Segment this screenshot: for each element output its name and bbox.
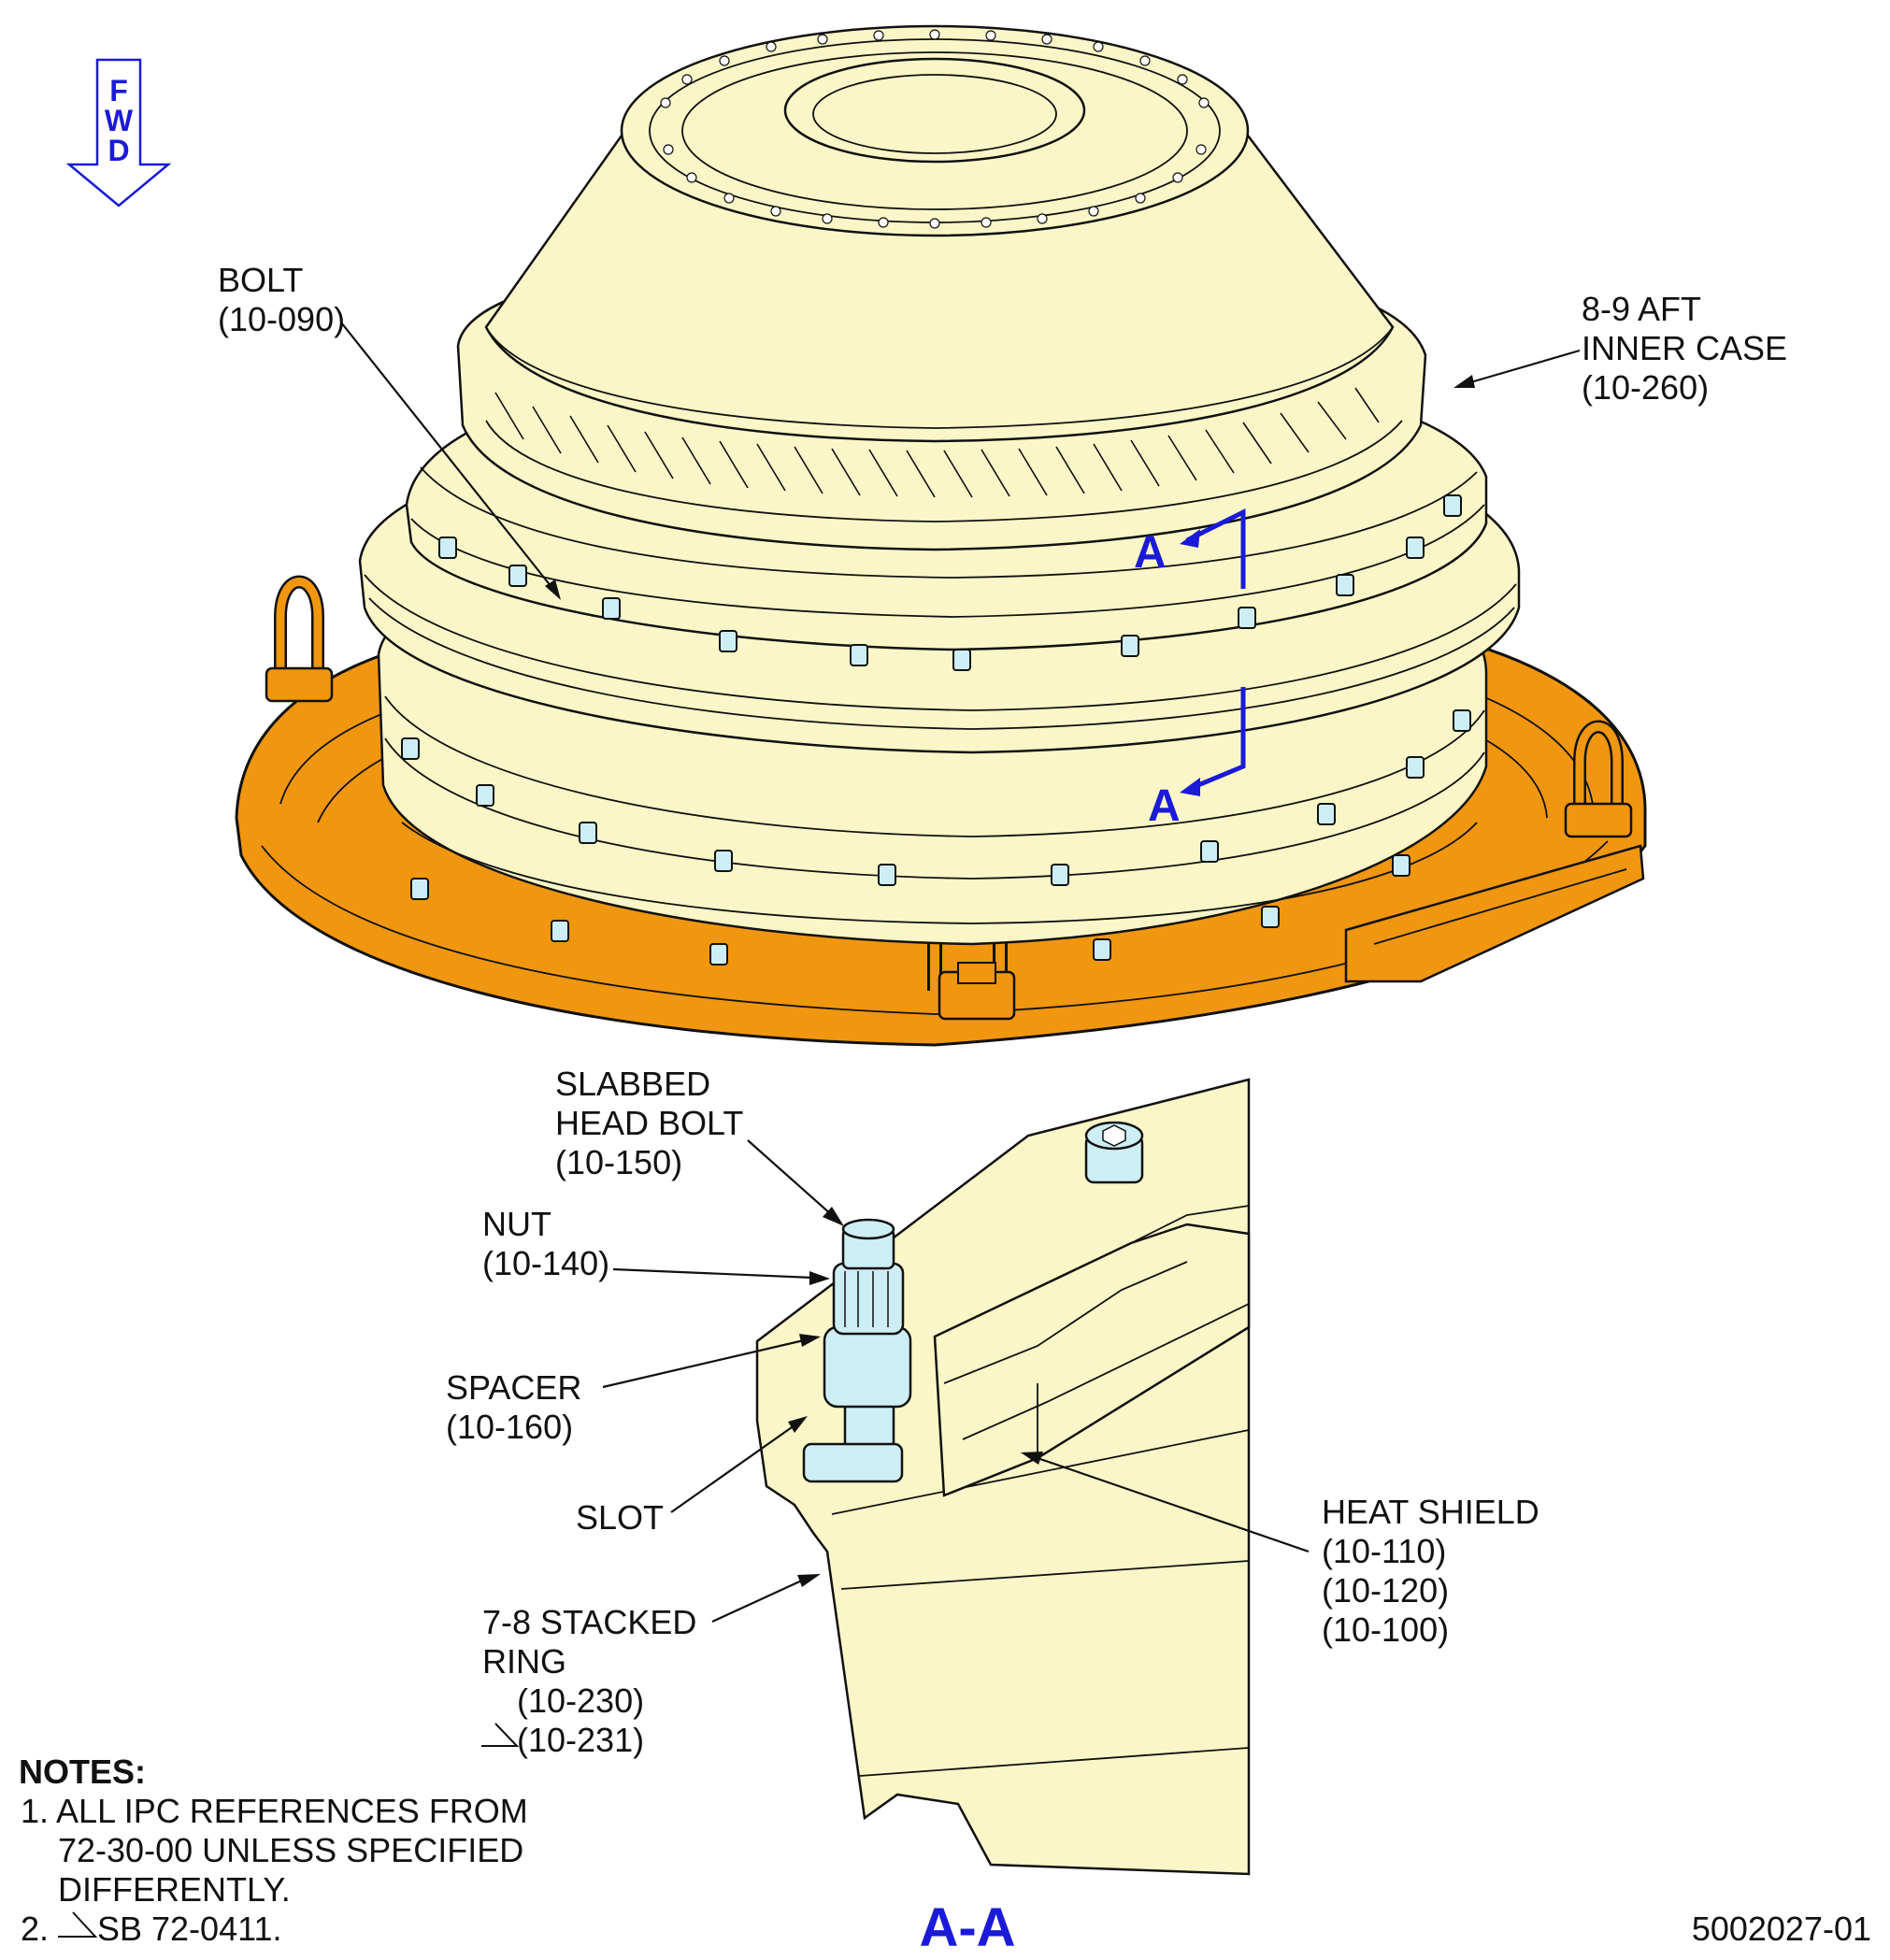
- vane-blades: [494, 387, 1380, 498]
- top-flange-holes: [660, 29, 1210, 229]
- aft-inner-case-label-line3: (10-260): [1582, 368, 1709, 407]
- figure-number: 5002027-01: [1692, 1910, 1871, 1948]
- delta-icon: [481, 1723, 520, 1747]
- lifting-shackle-right: [1564, 720, 1633, 838]
- section-detail: SLABBED HEAD BOLT (10-150) NUT (10-140) …: [446, 1065, 1539, 1876]
- spacer-callout: SPACER (10-160): [446, 1334, 821, 1446]
- bolt-label-line1: BOLT: [218, 261, 303, 299]
- fwd-letter-d: D: [107, 134, 129, 167]
- lifting-shackle-left: [265, 575, 334, 703]
- bolt-callout: BOLT (10-090): [218, 261, 561, 600]
- note-2-text: SB 72-0411.: [97, 1910, 281, 1948]
- heat-shield-label-line3: (10-120): [1322, 1571, 1449, 1609]
- note-1-line2: 72-30-00 UNLESS SPECIFIED: [58, 1831, 523, 1869]
- section-title: A-A: [919, 1897, 1015, 1958]
- nut-label-line1: NUT: [482, 1205, 551, 1243]
- heat-shield-label-line2: (10-110): [1322, 1532, 1446, 1570]
- top-bore: [783, 57, 1086, 164]
- slot-callout: SLOT: [576, 1416, 808, 1537]
- heat-shield: [933, 1223, 1251, 1497]
- heat-shield-label-line1: HEAT SHIELD: [1322, 1493, 1539, 1531]
- stacked-ring-label-line2: RING: [482, 1642, 566, 1681]
- stacked-ring-callout: 7-8 STACKED RING (10-230) (10-231): [481, 1574, 821, 1759]
- nut-callout: NUT (10-140): [482, 1205, 830, 1285]
- section-mark-bottom: A: [1148, 781, 1181, 831]
- notes-block: NOTES: 1. ALL IPC REFERENCES FROM 72-30-…: [19, 1753, 528, 1948]
- slabbed-head-bolt-label-line1: SLABBED: [555, 1065, 710, 1103]
- arrow-down-icon: [65, 58, 172, 207]
- section-cut-marker: A A: [1134, 508, 1246, 831]
- aft-inner-case-label-line2: INNER CASE: [1582, 329, 1787, 367]
- aft-inner-case-callout: 8-9 AFT INNER CASE (10-260): [1453, 290, 1787, 407]
- slabbed-head-bolt-label-line3: (10-150): [555, 1143, 682, 1181]
- bolt-stack: [802, 1218, 912, 1483]
- bolt-label-line2: (10-090): [218, 300, 345, 338]
- stacked-ring-label-line1: 7-8 STACKED: [482, 1603, 696, 1641]
- fixture-rail: [1344, 844, 1645, 983]
- flange-bolts: [401, 494, 1471, 966]
- stacked-ring-label-line4: (10-231): [517, 1721, 644, 1759]
- note-2-delta-icon: [58, 1911, 98, 1938]
- slot-label: SLOT: [576, 1498, 664, 1537]
- fwd-arrow: F W D: [65, 58, 172, 207]
- note-2-number: 2.: [21, 1910, 49, 1948]
- spacer-label-line2: (10-160): [446, 1408, 573, 1446]
- heat-shield-callout: HEAT SHIELD (10-110) (10-120) (10-100): [1021, 1452, 1539, 1649]
- note-1-line3: DIFFERENTLY.: [58, 1870, 291, 1909]
- fwd-letter-f: F: [109, 74, 128, 107]
- notes-title: NOTES:: [19, 1753, 146, 1791]
- slabbed-head-bolt-label-line2: HEAD BOLT: [555, 1104, 743, 1142]
- nut-label-line2: (10-140): [482, 1244, 609, 1282]
- section-mark-top: A: [1134, 528, 1167, 578]
- cone-section: [484, 134, 1395, 443]
- spacer-label-line1: SPACER: [446, 1368, 581, 1407]
- aft-inner-case-label-line1: 8-9 AFT: [1582, 290, 1701, 328]
- heat-shield-label-line4: (10-100): [1322, 1610, 1449, 1649]
- stacked-ring-label-line3: (10-230): [517, 1681, 644, 1720]
- slabbed-head-bolt-callout: SLABBED HEAD BOLT (10-150): [555, 1065, 844, 1226]
- case-assembly: [235, 24, 1647, 1047]
- cap-screw: [1084, 1121, 1144, 1184]
- note-1-line1: 1. ALL IPC REFERENCES FROM: [21, 1792, 528, 1830]
- fwd-letter-w: W: [105, 104, 134, 137]
